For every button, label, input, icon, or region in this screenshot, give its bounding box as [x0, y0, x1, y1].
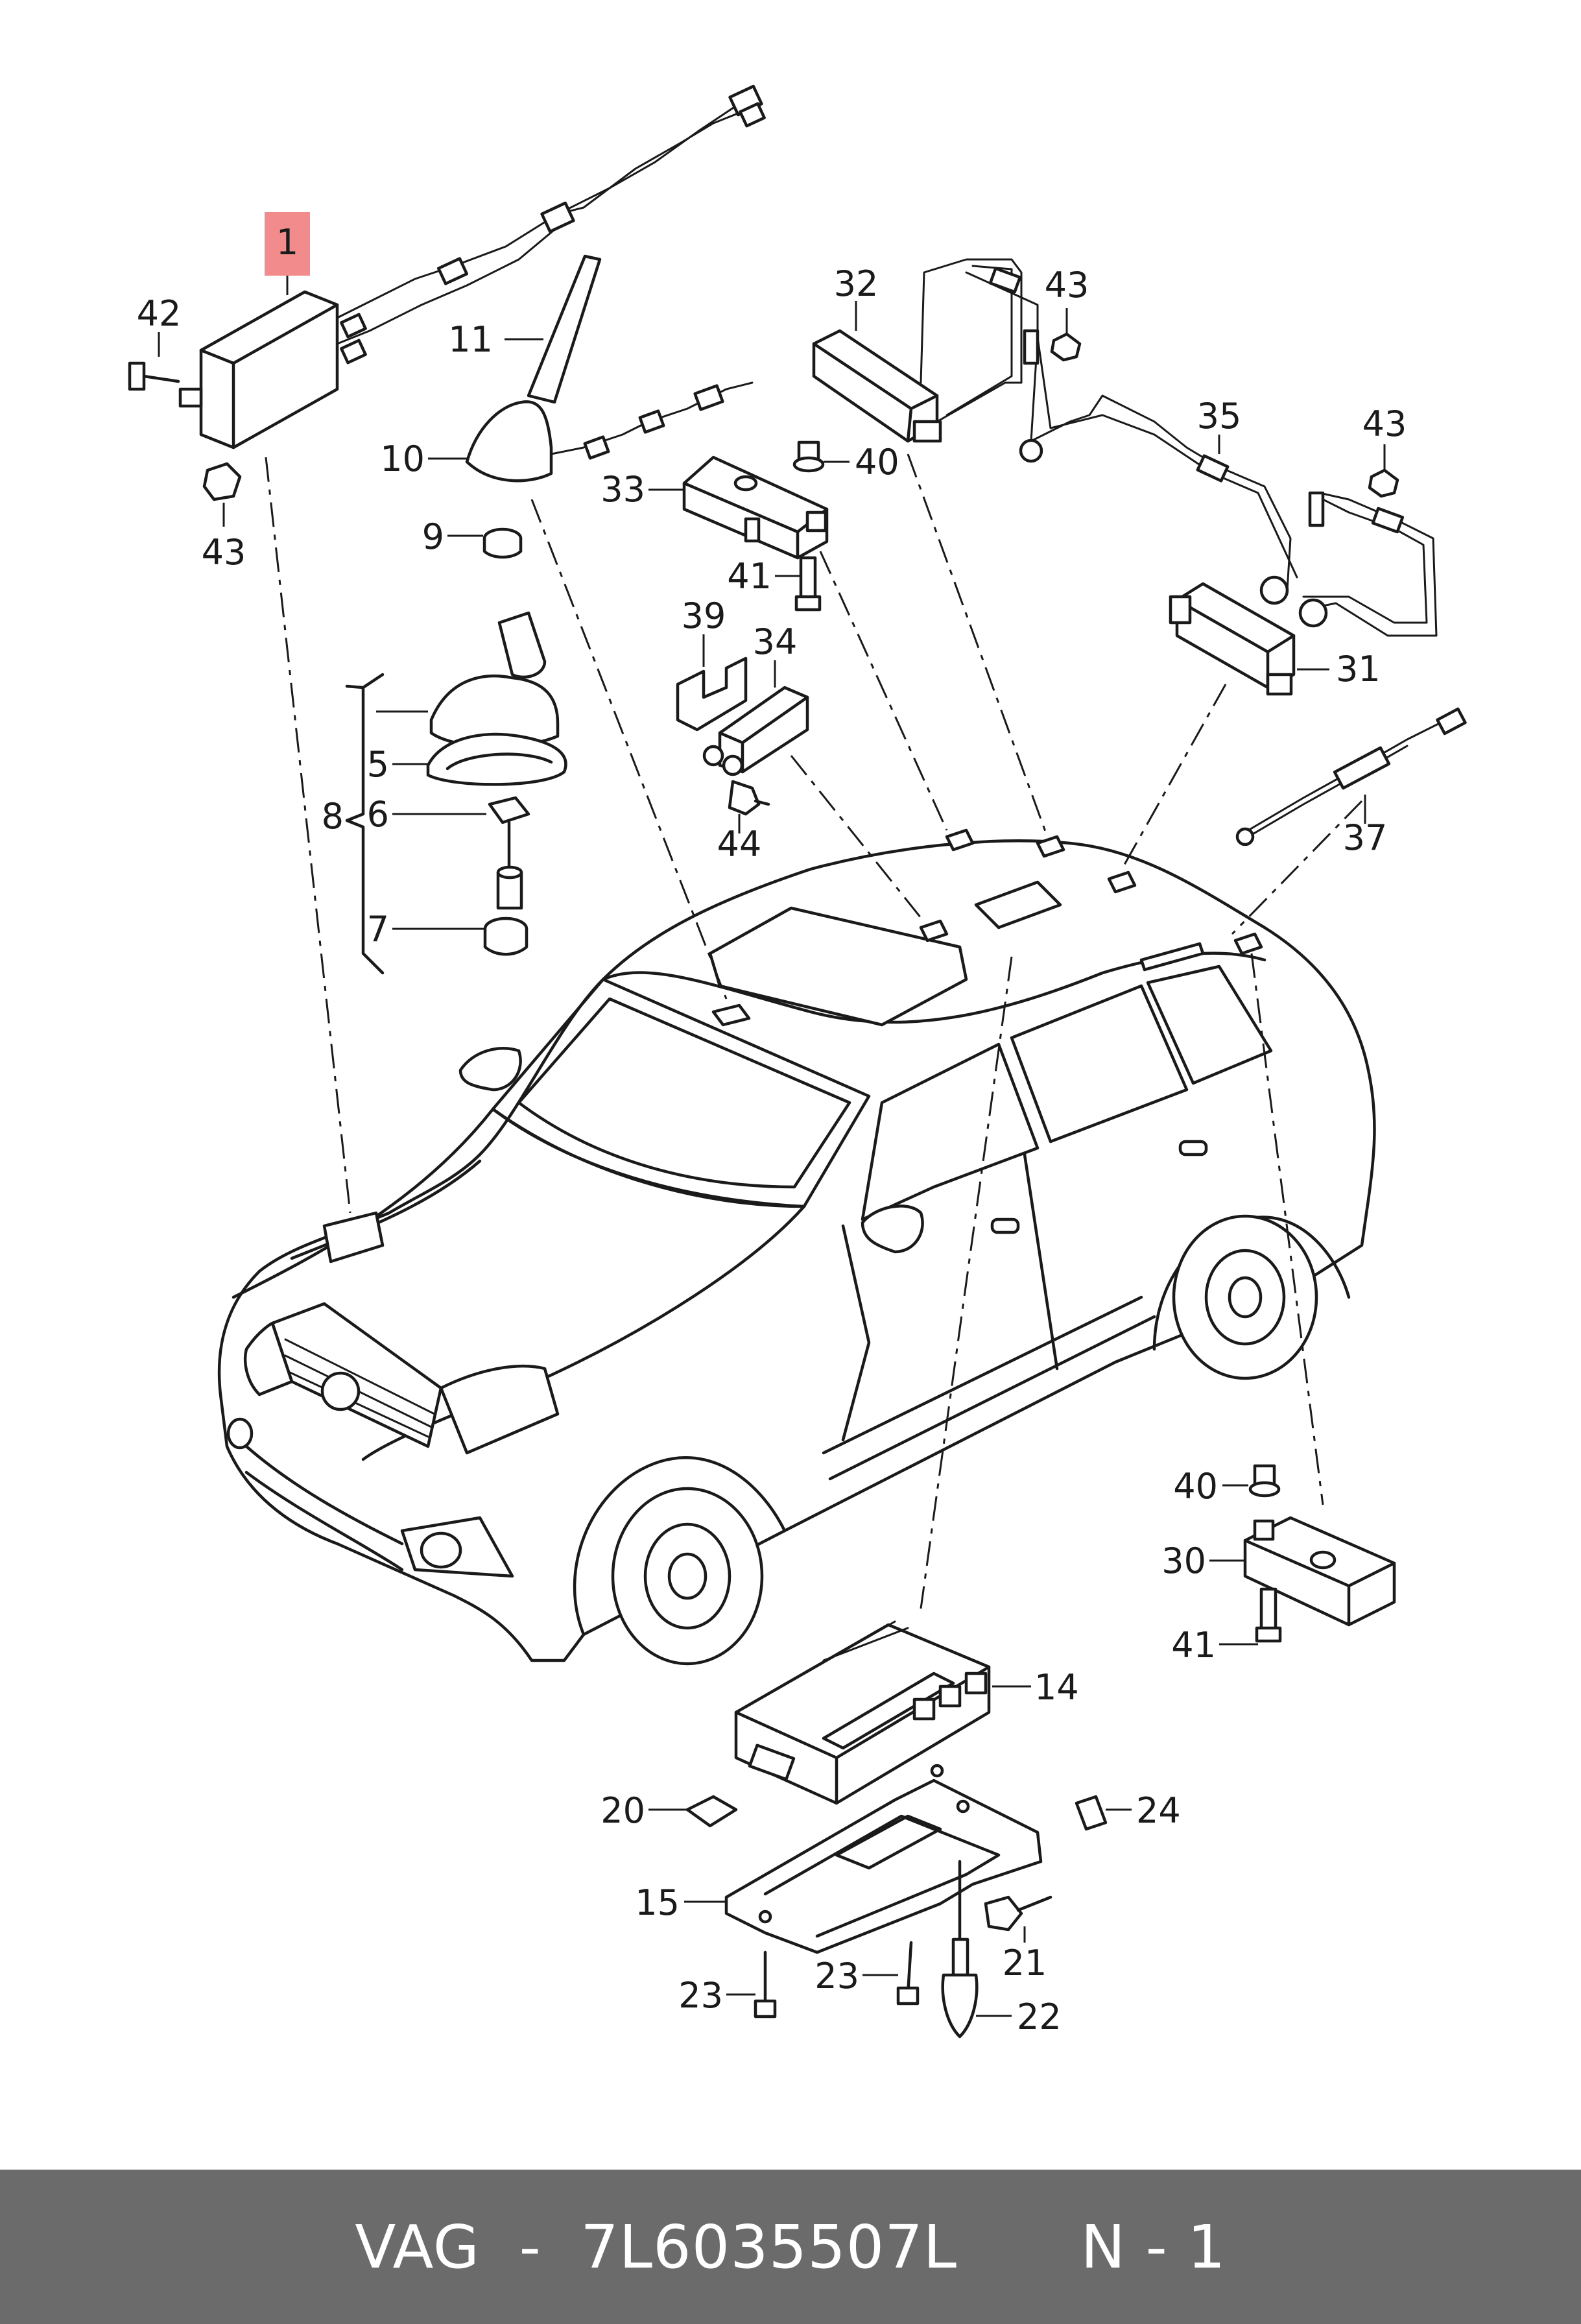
- callout-32: 32: [834, 263, 879, 304]
- footer-brand: VAG: [355, 2212, 481, 2282]
- part-30-module[interactable]: [1243, 1516, 1396, 1627]
- callout-41a: 41: [727, 556, 772, 597]
- callout-6: 6: [367, 794, 389, 835]
- callout-43c: 43: [1362, 403, 1407, 444]
- callout-20: 20: [600, 1790, 645, 1831]
- callout-23b: 23: [814, 1956, 859, 1996]
- callout-33: 33: [600, 469, 645, 510]
- footer-part-number: 7L6035507L: [580, 2212, 958, 2282]
- part-40-bolt-a[interactable]: [792, 440, 825, 473]
- part-5-gasket[interactable]: [426, 732, 567, 786]
- callout-14: 14: [1034, 1667, 1079, 1708]
- part-43-nut-a[interactable]: [202, 462, 242, 501]
- part-23-screw-b[interactable]: [896, 1941, 920, 2006]
- callout-37: 37: [1343, 817, 1388, 858]
- part-33-module[interactable]: [682, 455, 829, 560]
- footer-separator: -: [519, 2212, 541, 2282]
- part-40-bolt-b[interactable]: [1248, 1464, 1281, 1498]
- part-35-cable-harness[interactable]: [920, 258, 1438, 637]
- callout-11: 11: [448, 319, 493, 360]
- part-6-clip[interactable]: [488, 796, 530, 910]
- callout-34: 34: [753, 621, 798, 662]
- callout-8: 8: [322, 796, 344, 837]
- part-44-screw[interactable]: [728, 780, 770, 816]
- footer-bar: VAG - 7L6035507L N - 1: [0, 2170, 1581, 2324]
- callout-40a: 40: [855, 442, 899, 483]
- vehicle-outline: [217, 828, 1376, 1666]
- reference-lines: [265, 453, 1363, 1609]
- callout-15: 15: [635, 1882, 680, 1923]
- callout-21: 21: [1003, 1943, 1047, 1983]
- callout-1-highlight: [265, 212, 310, 276]
- callout-23a: 23: [678, 1975, 723, 2016]
- part-37-cable[interactable]: [1235, 707, 1467, 846]
- part-43-nut-c[interactable]: [1368, 468, 1399, 498]
- part-23-screw-a[interactable]: [754, 1950, 777, 2019]
- callout-9: 9: [422, 516, 444, 557]
- callout-41b: 41: [1171, 1625, 1216, 1666]
- part-10-antenna-base[interactable]: [465, 381, 754, 483]
- part-41-screw-b[interactable]: [1255, 1587, 1282, 1643]
- part-42-screw[interactable]: [128, 361, 180, 391]
- part-14-control-unit[interactable]: [734, 1620, 991, 1805]
- callout-44: 44: [717, 824, 762, 865]
- part-20-clip[interactable]: [685, 1795, 738, 1828]
- part-39-bracket[interactable]: [676, 656, 748, 732]
- part-24-clip[interactable]: [1075, 1795, 1108, 1831]
- part-9-nut[interactable]: [482, 527, 523, 559]
- callout-43b: 43: [1045, 265, 1089, 305]
- part-7-nut[interactable]: [483, 916, 529, 956]
- callout-30: 30: [1161, 1540, 1206, 1581]
- callout-40b: 40: [1173, 1466, 1218, 1507]
- callout-22: 22: [1017, 1996, 1062, 2037]
- part-43-nut-b[interactable]: [1050, 332, 1082, 362]
- callout-39: 39: [682, 595, 726, 636]
- part-41-screw-a[interactable]: [794, 556, 822, 612]
- footer-position-label: N - 1: [1080, 2212, 1226, 2282]
- callout-10: 10: [380, 438, 425, 479]
- part-21-screw[interactable]: [984, 1895, 1052, 1932]
- part-34-module[interactable]: [702, 686, 809, 776]
- callout-35: 35: [1197, 396, 1242, 437]
- part-1-control-unit[interactable]: [178, 84, 766, 449]
- part-22-stud[interactable]: [941, 1860, 979, 2039]
- callout-24: 24: [1136, 1790, 1181, 1831]
- part-8-antenna-kit[interactable]: [429, 611, 560, 749]
- parts-diagram: 1 42 43 11 10 9 32: [128, 84, 1467, 2039]
- callout-5: 5: [367, 744, 389, 785]
- part-32-module[interactable]: [812, 329, 942, 443]
- part-31-module[interactable]: [1169, 582, 1296, 696]
- callout-31: 31: [1336, 649, 1381, 689]
- callout-42: 42: [137, 293, 182, 334]
- footer-text: VAG - 7L6035507L N - 1: [355, 2212, 1226, 2282]
- callout-43a: 43: [202, 532, 246, 573]
- part-15-bracket[interactable]: [724, 1764, 1043, 1954]
- part-11-antenna-rod[interactable]: [527, 254, 602, 404]
- callout-7: 7: [367, 909, 389, 950]
- callout-1: 1: [276, 222, 298, 263]
